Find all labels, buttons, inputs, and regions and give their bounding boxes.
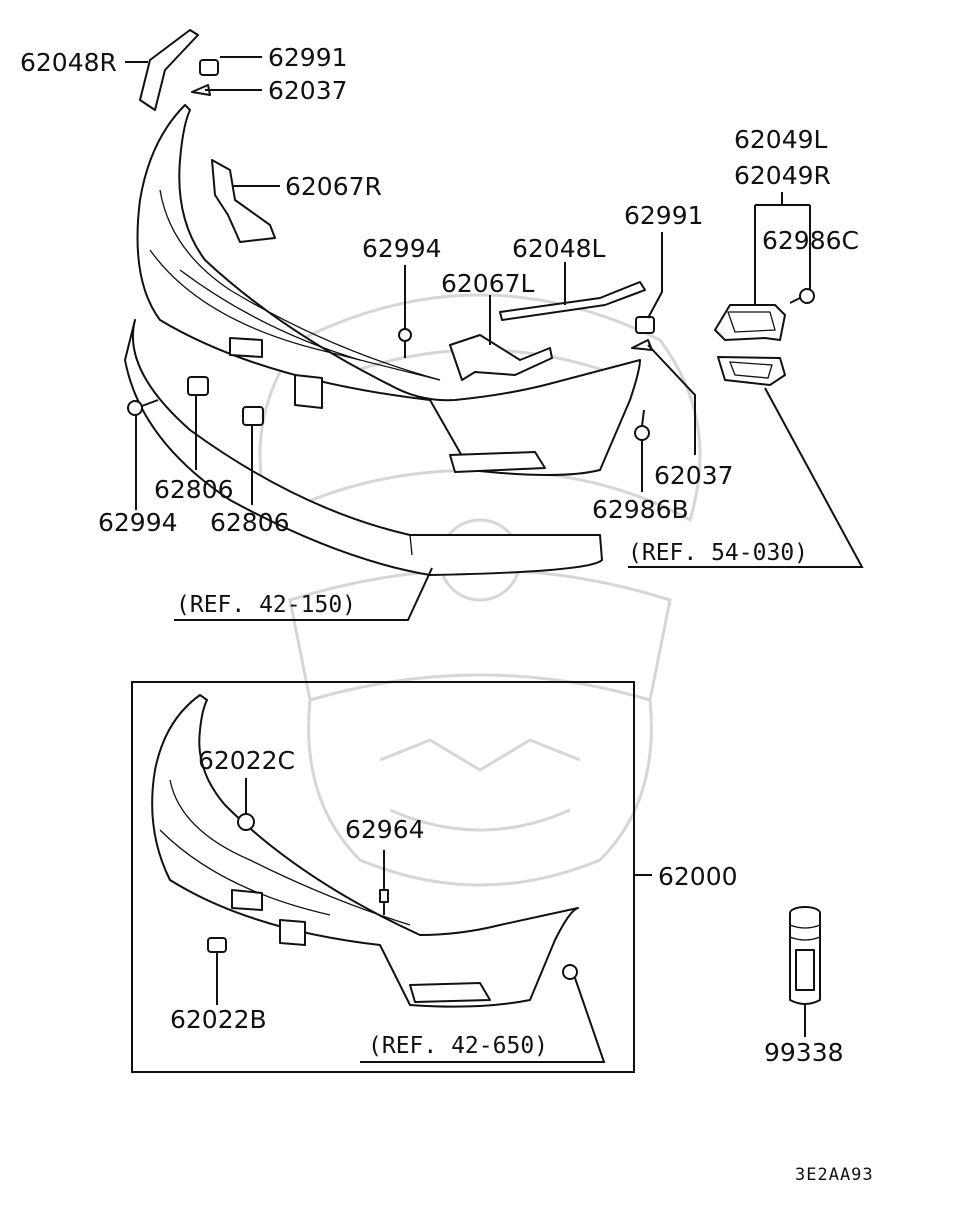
label-62964: 62964 [345, 815, 425, 844]
label-62049L: 62049L [734, 125, 828, 154]
label-62994-left: 62994 [98, 508, 178, 537]
part-99338-sealant-tube [789, 906, 821, 1037]
bumper-lip-lower [124, 319, 603, 576]
label-62806-bottom: 62806 [210, 508, 290, 537]
diagram-code: 3E2AA93 [795, 1165, 874, 1185]
part-foglamp-cover [717, 356, 786, 386]
part-62991-clip-b [635, 316, 655, 334]
ref-42-650: (REF. 42-650) [368, 1033, 548, 1059]
part-62986C-screw [789, 288, 815, 304]
part-62022B-clip [207, 937, 227, 1005]
label-62048L: 62048L [512, 234, 606, 263]
label-62986B: 62986B [592, 495, 689, 524]
label-62037-top: 62037 [268, 76, 348, 105]
label-62986C: 62986C [762, 226, 859, 255]
part-62022-clip-right [360, 964, 606, 1063]
label-62022B: 62022B [170, 1005, 267, 1034]
label-62037-right: 62037 [654, 461, 734, 490]
label-62067L: 62067L [441, 269, 535, 298]
label-62067R: 62067R [285, 172, 382, 201]
leader-lines-upper [125, 56, 864, 621]
part-62048L-strip [499, 281, 646, 321]
part-62022C-clip [237, 778, 255, 831]
label-62022C: 62022C [198, 746, 295, 775]
part-62806-retainer-a [187, 376, 209, 396]
part-62067R-bracket [211, 159, 276, 243]
part-62964-rivet [379, 850, 389, 915]
label-62000: 62000 [658, 862, 738, 891]
part-62991-clip-a [199, 59, 219, 76]
part-62994-screw-b [127, 399, 159, 416]
part-62048R-strip [139, 29, 199, 111]
part-62806-retainer-b [242, 406, 264, 426]
bumper-assembly-62000 [151, 694, 579, 1008]
label-62048R: 62048R [20, 48, 117, 77]
label-62991-top: 62991 [268, 43, 348, 72]
ref-54-030: (REF. 54-030) [628, 540, 808, 566]
label-62991-right: 62991 [624, 201, 704, 230]
ref-42-150: (REF. 42-150) [176, 592, 356, 618]
assembly-box [131, 681, 635, 1073]
part-62049-foglamp-bracket [714, 304, 786, 341]
label-62806-left: 62806 [154, 475, 234, 504]
label-62994-center: 62994 [362, 234, 442, 263]
part-62037-spacer-b [631, 339, 653, 351]
part-62986B-screw [634, 409, 650, 441]
label-62049R: 62049R [734, 161, 831, 190]
part-62994-screw-a [398, 328, 412, 358]
label-99338: 99338 [764, 1038, 844, 1067]
bumper-cover-upper [136, 104, 641, 476]
part-62067L-bracket [449, 334, 553, 381]
